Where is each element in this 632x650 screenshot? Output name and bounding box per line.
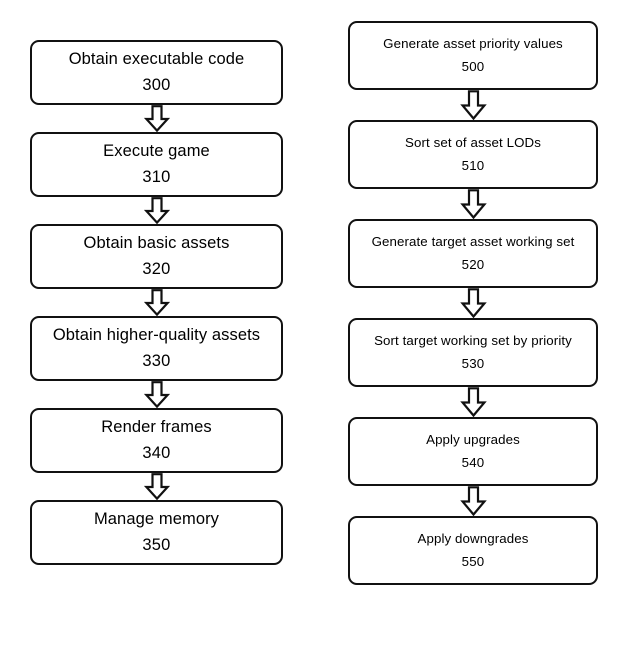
flow-node-310[interactable]: Execute game 310 xyxy=(30,132,283,197)
connector-530-to-540 xyxy=(348,387,598,418)
down-block-arrow-icon xyxy=(143,197,170,225)
flow-node-330[interactable]: Obtain higher-quality assets 330 xyxy=(30,316,283,381)
down-block-arrow-icon xyxy=(459,189,487,220)
down-block-arrow-icon xyxy=(143,105,170,133)
down-block-arrow-icon xyxy=(459,486,487,517)
flow-node-520[interactable]: Generate target asset working set 520 xyxy=(348,219,598,288)
flow-node-reference: 520 xyxy=(461,257,485,272)
flow-column-game-execution: Obtain executable code 300 Execute game … xyxy=(30,40,283,565)
flow-node-530[interactable]: Sort target working set by priority 530 xyxy=(348,318,598,387)
flow-node-reference: 340 xyxy=(142,444,171,462)
connector-540-to-550 xyxy=(348,486,598,517)
connector-330-to-340 xyxy=(30,381,283,409)
flow-node-label: Manage memory xyxy=(93,509,220,528)
flow-node-550[interactable]: Apply downgrades 550 xyxy=(348,516,598,585)
flow-node-label: Apply downgrades xyxy=(417,531,529,547)
down-block-arrow-icon xyxy=(143,289,170,317)
flow-node-reference: 530 xyxy=(461,356,485,371)
flow-column-asset-management: Generate asset priority values 500 Sort … xyxy=(348,21,598,585)
flow-node-reference: 300 xyxy=(142,76,171,94)
flow-node-reference: 350 xyxy=(142,536,171,554)
flow-node-510[interactable]: Sort set of asset LODs 510 xyxy=(348,120,598,189)
flow-node-340[interactable]: Render frames 340 xyxy=(30,408,283,473)
connector-340-to-350 xyxy=(30,473,283,501)
flow-node-label: Generate target asset working set xyxy=(371,234,575,250)
flow-node-reference: 330 xyxy=(142,352,171,370)
down-block-arrow-icon xyxy=(459,387,487,418)
flow-node-320[interactable]: Obtain basic assets 320 xyxy=(30,224,283,289)
flow-node-reference: 550 xyxy=(461,554,485,569)
flow-node-540[interactable]: Apply upgrades 540 xyxy=(348,417,598,486)
down-block-arrow-icon xyxy=(143,381,170,409)
flow-node-300[interactable]: Obtain executable code 300 xyxy=(30,40,283,105)
flow-node-label: Render frames xyxy=(101,417,212,436)
flow-node-reference: 540 xyxy=(461,455,485,470)
flow-node-label: Obtain higher-quality assets xyxy=(52,325,261,344)
down-block-arrow-icon xyxy=(459,90,487,121)
down-block-arrow-icon xyxy=(143,473,170,501)
flow-node-label: Generate asset priority values xyxy=(383,36,563,52)
flow-node-reference: 510 xyxy=(461,158,485,173)
flow-node-500[interactable]: Generate asset priority values 500 xyxy=(348,21,598,90)
connector-500-to-510 xyxy=(348,90,598,121)
connector-510-to-520 xyxy=(348,189,598,220)
connector-300-to-310 xyxy=(30,105,283,133)
flow-node-reference: 320 xyxy=(142,260,171,278)
connector-520-to-530 xyxy=(348,288,598,319)
flow-node-label: Sort set of asset LODs xyxy=(405,135,541,151)
flow-node-label: Obtain basic assets xyxy=(83,233,230,252)
down-block-arrow-icon xyxy=(459,288,487,319)
flow-node-label: Sort target working set by priority xyxy=(374,333,572,349)
flow-node-350[interactable]: Manage memory 350 xyxy=(30,500,283,565)
flow-node-label: Obtain executable code xyxy=(68,49,245,68)
flow-node-reference: 500 xyxy=(461,59,485,74)
connector-320-to-330 xyxy=(30,289,283,317)
flow-node-reference: 310 xyxy=(142,168,171,186)
connector-310-to-320 xyxy=(30,197,283,225)
flow-node-label: Execute game xyxy=(103,141,210,160)
flow-node-label: Apply upgrades xyxy=(426,432,520,448)
